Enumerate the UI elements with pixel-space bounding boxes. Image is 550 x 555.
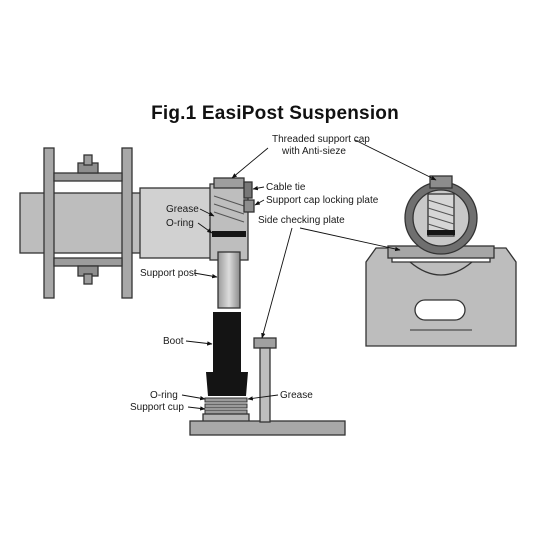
figure-title: Fig.1 EasiPost Suspension [151,103,399,124]
bottom-assembly [189,312,346,436]
side-plate-head [253,337,277,349]
oring-right [427,230,455,235]
label-grease-top: Grease [166,204,199,215]
leader-locking-plate [254,199,265,206]
label-support-cup: Support cup [130,402,184,413]
leader-support-post [193,272,218,279]
cap-nut-right [429,175,453,189]
housing-slot [414,299,466,321]
cup-ring-1 [204,403,248,409]
stud-top [83,154,93,166]
leader-side-plate-bottom [261,227,293,339]
side-plate-post [259,347,271,423]
leader-oring-top [197,222,213,234]
label-boot: Boot [163,336,184,347]
channel-arc [409,261,473,276]
leader-oring-bottom [181,394,206,401]
post-housing [209,183,249,261]
hanger-housing [365,247,517,347]
base-plate [189,420,346,436]
strap-bottom [53,257,123,267]
oring-top-band [212,231,246,237]
label-oring-top: O-ring [166,218,194,229]
strap-top [53,172,123,182]
leader-grease-bottom [247,394,279,401]
boot [213,312,241,372]
leader-lines [181,139,437,411]
label-threaded-cap-2: with Anti-sieze [281,146,346,157]
label-threaded-cap-1: Threaded support cap [272,134,370,145]
locking-plate-left [243,199,255,213]
label-locking-plate: Support cap locking plate [266,195,379,206]
cap-threads [213,195,245,223]
label-side-plate: Side checking plate [258,215,345,226]
right-assembly [365,175,517,347]
cable-tie-left [243,181,253,199]
bracket-plate-right [121,147,133,299]
oring-bottom-ring [204,397,248,403]
leader-threaded-cap-left [231,147,269,179]
threaded-cap [213,177,245,189]
leader-support-cup [187,406,206,411]
label-cable-tie: Cable tie [266,182,306,193]
leader-grease-top [199,208,215,217]
labels: Threaded support cap with Anti-sieze Cab… [130,134,379,413]
leader-threaded-cap-right [354,139,437,181]
boot-flare [206,372,248,396]
support-post [217,251,241,309]
stud-bottom [83,273,93,285]
label-oring-bottom: O-ring [150,390,178,401]
leader-boot [185,340,213,346]
label-grease-bottom: Grease [280,390,313,401]
leader-cable-tie [252,186,265,191]
left-assembly [19,147,255,309]
leader-side-plate-right [299,227,401,252]
label-support-post: Support post [140,268,197,279]
bracket-plate-left [43,147,55,299]
